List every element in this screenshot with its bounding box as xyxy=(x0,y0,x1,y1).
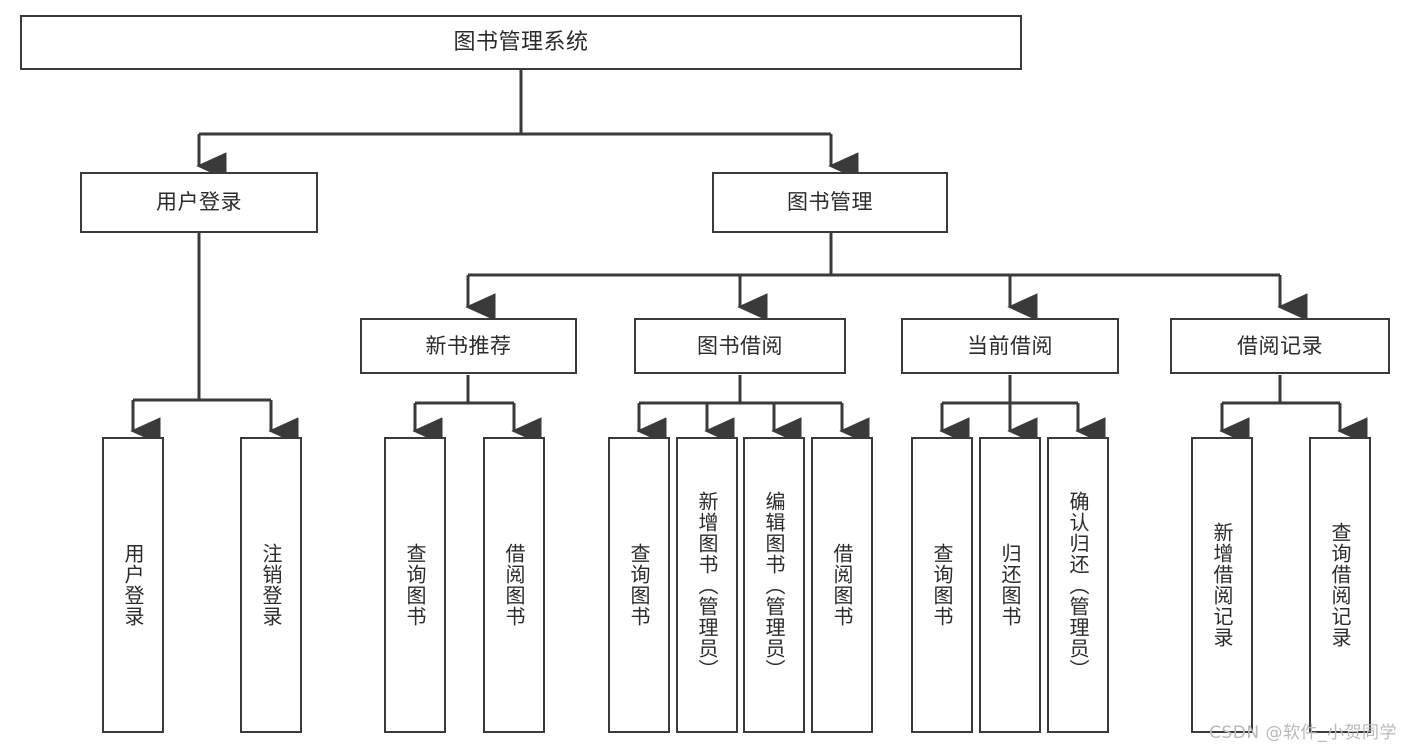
node-label: 借阅图书 xyxy=(830,543,854,627)
node-label: 注销登录 xyxy=(259,543,283,627)
node-label: 图书管理 xyxy=(787,190,873,215)
node-new-book-recommend[interactable]: 新书推荐 xyxy=(360,318,577,374)
leaf-borrow-record-add-record[interactable]: 新增借阅记录 xyxy=(1191,437,1253,733)
leaf-book-borrow-add-book-admin[interactable]: 新增图书（管理员） xyxy=(676,437,738,733)
node-label: 新书推荐 xyxy=(425,333,512,358)
leaf-current-borrow-query-book[interactable]: 查询图书 xyxy=(911,437,973,733)
node-label: 用户登录 xyxy=(121,543,145,627)
node-label: 查询借阅记录 xyxy=(1328,522,1352,648)
node-label: 借阅图书 xyxy=(502,543,526,627)
node-label: 查询图书 xyxy=(403,543,427,627)
leaf-current-borrow-return-book[interactable]: 归还图书 xyxy=(979,437,1041,733)
leaf-user-login-logout[interactable]: 注销登录 xyxy=(240,437,302,733)
node-label: 新增借阅记录 xyxy=(1210,522,1234,648)
leaf-book-borrow-edit-book-admin[interactable]: 编辑图书（管理员） xyxy=(743,437,805,733)
node-label: 编辑图书（管理员） xyxy=(762,490,786,680)
node-book-borrow[interactable]: 图书借阅 xyxy=(634,318,846,374)
node-current-borrow[interactable]: 当前借阅 xyxy=(901,318,1119,374)
leaf-book-borrow-borrow-book[interactable]: 借阅图书 xyxy=(811,437,873,733)
leaf-book-borrow-query-book[interactable]: 查询图书 xyxy=(608,437,670,733)
node-label: 新增图书（管理员） xyxy=(695,490,719,680)
node-label: 查询图书 xyxy=(930,543,954,627)
node-label: 图书管理系统 xyxy=(453,29,589,55)
node-label: 确认归还（管理员） xyxy=(1066,490,1090,680)
leaf-new-book-query-book[interactable]: 查询图书 xyxy=(384,437,446,733)
leaf-user-login-login[interactable]: 用户登录 xyxy=(102,437,164,733)
node-root-book-management-system[interactable]: 图书管理系统 xyxy=(20,15,1022,70)
node-label: 借阅记录 xyxy=(1237,333,1323,358)
node-label: 当前借阅 xyxy=(967,333,1053,358)
node-label: 归还图书 xyxy=(998,543,1022,627)
leaf-current-borrow-confirm-return-admin[interactable]: 确认归还（管理员） xyxy=(1047,437,1109,733)
leaf-new-book-borrow-book[interactable]: 借阅图书 xyxy=(483,437,545,733)
node-user-login[interactable]: 用户登录 xyxy=(80,172,318,233)
leaf-borrow-record-query-record[interactable]: 查询借阅记录 xyxy=(1309,437,1371,733)
node-book-management[interactable]: 图书管理 xyxy=(712,172,948,233)
node-label: 查询图书 xyxy=(627,543,651,627)
node-borrow-record[interactable]: 借阅记录 xyxy=(1170,318,1390,374)
node-label: 图书借阅 xyxy=(697,333,783,358)
node-label: 用户登录 xyxy=(156,190,242,215)
